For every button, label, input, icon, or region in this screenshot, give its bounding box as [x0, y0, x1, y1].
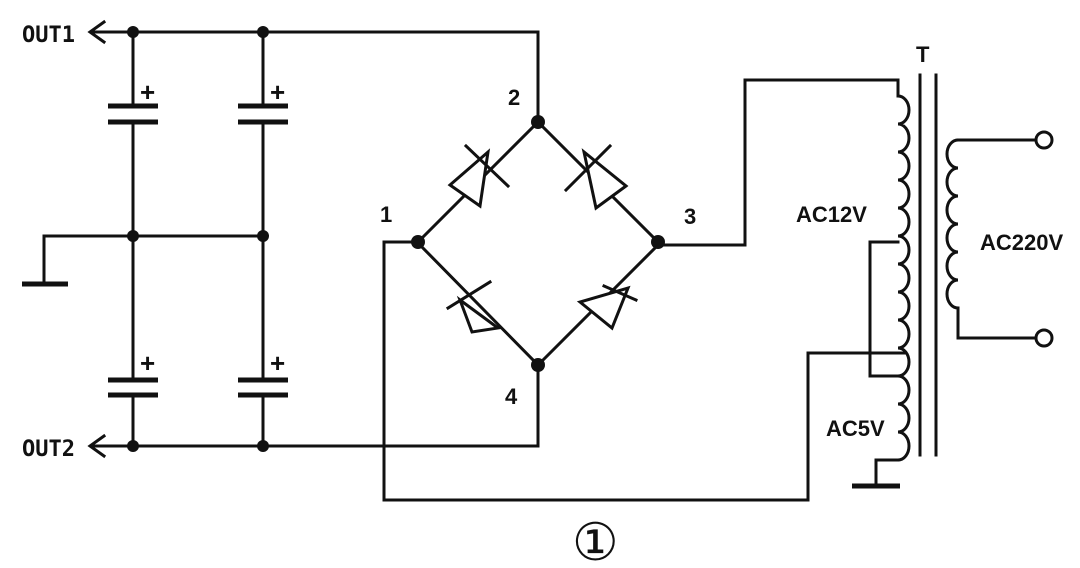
junction-dots	[127, 26, 269, 452]
ac12v-label: AC12V	[796, 202, 867, 227]
node1-return-wire	[382, 240, 907, 502]
capacitor-plus-sign: +	[140, 77, 155, 107]
arrow-left-icon	[87, 433, 107, 459]
capacitor-icon	[108, 103, 158, 125]
capacitor-plus-sign: +	[270, 348, 285, 378]
transformer-label: T	[916, 42, 930, 67]
diode-icon	[447, 143, 511, 209]
capacitor-plus-sign: +	[140, 348, 155, 378]
center-ground-rail	[42, 234, 265, 284]
bridge-node-3-label: 3	[684, 204, 696, 229]
open-terminal-icon	[1034, 130, 1054, 150]
arrow-left-icon	[87, 19, 107, 45]
bridge-node-2-label: 2	[508, 85, 520, 110]
bridge-node-1-label: 1	[380, 202, 392, 227]
capacitor-icon	[238, 103, 288, 125]
out2-rail	[90, 363, 540, 448]
ac5v-ground-wire	[874, 458, 900, 486]
out2-label: OUT2	[22, 437, 75, 462]
center-tap-wire	[868, 240, 900, 378]
coil-icon	[945, 138, 960, 310]
node3-wire	[656, 78, 900, 247]
diode-icon	[563, 143, 629, 211]
out1-label: OUT1	[22, 23, 75, 48]
coil-icon	[896, 94, 911, 378]
capacitor-icon	[238, 377, 288, 398]
ac220v-label: AC220V	[980, 230, 1063, 255]
coil-icon	[896, 374, 911, 462]
bridge-rectifier	[411, 115, 665, 372]
diode-icon	[445, 279, 502, 334]
out1-rail	[90, 30, 540, 124]
open-terminal-icon	[1034, 328, 1054, 348]
primary-wires	[956, 138, 1038, 340]
diode-icon	[576, 284, 638, 331]
capacitor-icon	[108, 377, 158, 398]
figure-number-marker: ①	[572, 513, 619, 568]
ac5v-label: AC5V	[826, 416, 885, 441]
capacitor-plus-sign: +	[270, 77, 285, 107]
bridge-node-4-label: 4	[505, 384, 518, 409]
transformer-core	[918, 73, 938, 457]
